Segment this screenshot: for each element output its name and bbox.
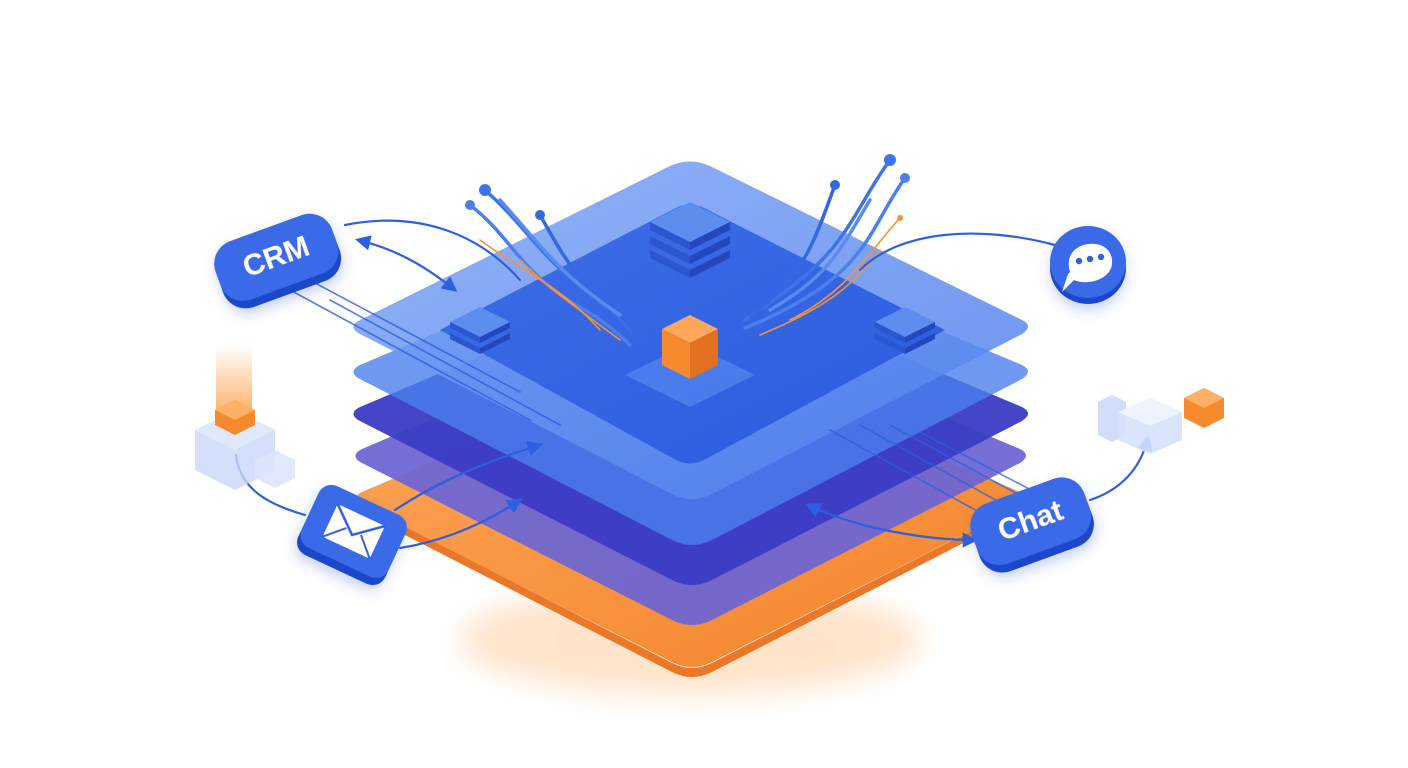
layer-stack	[353, 161, 1028, 677]
speech-bubble-icon[interactable]	[1050, 226, 1126, 304]
fiber-bundle-left	[465, 184, 642, 347]
database-stack-icon	[650, 202, 730, 278]
chat-connector-arrow	[805, 503, 979, 548]
right-beams	[829, 424, 1036, 519]
mail-lower-arrow	[398, 498, 523, 550]
right-data-blocks	[1098, 388, 1224, 454]
database-stack-right-icon	[875, 307, 935, 354]
left-beams	[289, 274, 561, 426]
chat-badge[interactable]: Chat	[963, 471, 1100, 580]
core-cube-icon	[625, 315, 755, 407]
database-stack-left-icon	[450, 307, 510, 354]
crm-badge[interactable]: CRM	[207, 207, 347, 315]
crm-to-platform-curve	[343, 219, 522, 282]
left-data-source	[195, 345, 295, 490]
envelope-icon[interactable]	[292, 480, 411, 589]
mail-to-platform-arrow	[393, 441, 543, 512]
crm-connector-arrow	[355, 235, 458, 292]
chat-bubble-connector	[858, 232, 1057, 272]
